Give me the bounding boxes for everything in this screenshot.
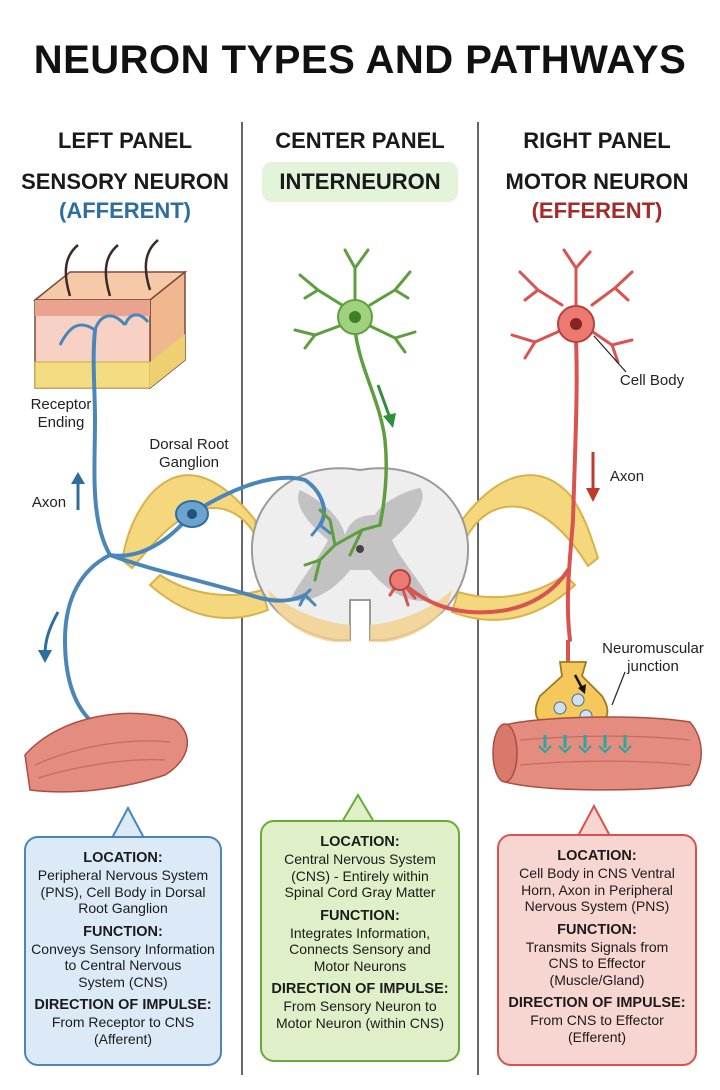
motor-neuron — [388, 248, 634, 642]
center-box-pointer — [341, 793, 375, 823]
center-panel-label: CENTER PANEL — [275, 128, 445, 153]
sensory-info-box: LOCATION: Peripheral Nervous System (PNS… — [24, 836, 222, 1066]
sensory-muscle — [24, 712, 189, 793]
skin-block — [32, 239, 188, 390]
interneuron-arrow-icon — [376, 384, 392, 419]
arrow-head-icon — [586, 488, 600, 502]
location-heading: LOCATION: — [83, 850, 163, 866]
location-heading: LOCATION: — [320, 834, 400, 850]
interneuron — [293, 248, 417, 582]
afferent-subtitle: (AFFERENT) — [59, 198, 191, 223]
motor-muscle — [492, 716, 702, 791]
interneuron-pill — [262, 162, 458, 202]
dorsal-root-ganglion-label: Dorsal Root Ganglion — [149, 436, 229, 471]
arrow-head-icon — [38, 650, 52, 663]
direction-heading: DIRECTION OF IMPULSE: — [508, 995, 686, 1011]
right-box-pointer — [577, 803, 611, 837]
right-panel-label: RIGHT PANEL — [523, 128, 671, 153]
direction-heading: DIRECTION OF IMPULSE: — [34, 997, 212, 1013]
spinal-nerves — [120, 474, 600, 621]
neuromuscular-junction — [534, 640, 626, 729]
function-heading: FUNCTION: — [557, 921, 637, 938]
cell-body-leader-line — [593, 335, 627, 373]
arrow-head-icon — [71, 472, 85, 484]
sensory-neuron — [62, 328, 332, 740]
function-heading: FUNCTION: — [320, 907, 400, 924]
spinal-cord-cross-section — [250, 467, 470, 642]
interneuron-heading: INTERNEURON — [279, 169, 441, 194]
arrow-head-icon — [383, 413, 396, 428]
location-heading: LOCATION: — [557, 848, 637, 864]
efferent-subtitle: (EFFERENT) — [531, 198, 663, 223]
axon-label-left: Axon — [31, 494, 67, 511]
left-box-pointer — [111, 805, 145, 839]
sensory-neuron-heading: SENSORY NEURON — [21, 169, 229, 194]
interneuron-info-box: LOCATION: Central Nervous System (CNS) -… — [260, 820, 460, 1062]
direction-heading: DIRECTION OF IMPULSE: — [271, 981, 449, 997]
motor-info-box: LOCATION: Cell Body in CNS Ventral Horn,… — [497, 834, 697, 1066]
receptor-ending-label: Receptor Ending — [30, 396, 92, 431]
impulse-arrow-down-icon — [43, 611, 60, 656]
cell-body-label: Cell Body — [619, 372, 685, 389]
neuromuscular-junction-label: Neuromuscular junction — [602, 640, 704, 675]
page-title: NEURON TYPES AND PATHWAYS — [33, 38, 687, 82]
left-panel-label: LEFT PANEL — [57, 128, 193, 153]
function-heading: FUNCTION: — [83, 923, 163, 940]
axon-label-right: Axon — [609, 468, 645, 485]
motor-neuron-heading: MOTOR NEURON — [505, 169, 689, 194]
